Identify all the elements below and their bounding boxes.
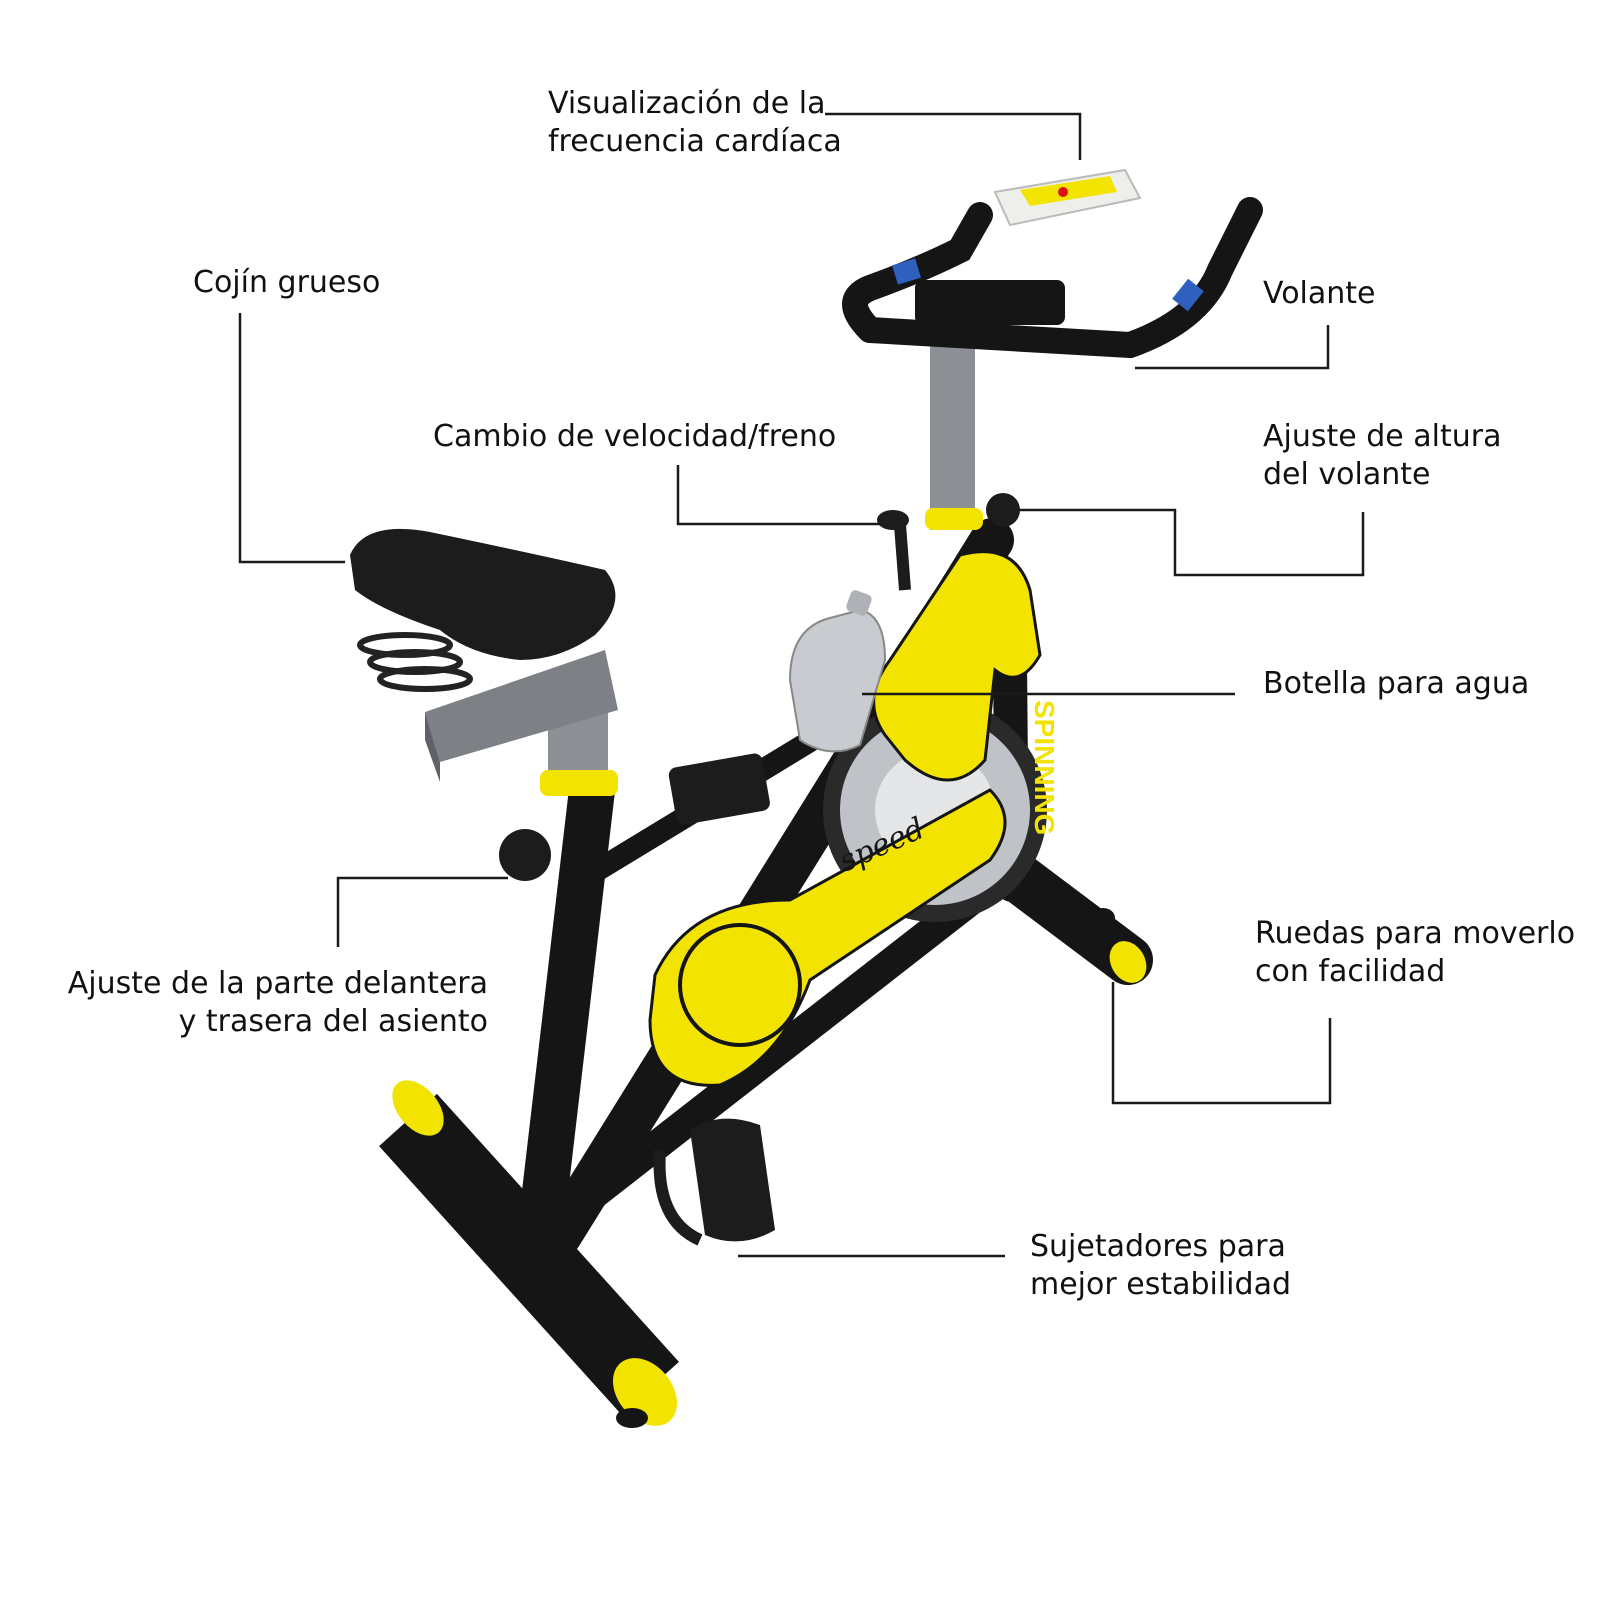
leader-cushion [238,313,345,564]
leader-handlebar [1135,325,1330,370]
label-thick-cushion: Cojín grueso [193,265,381,300]
leader-wheels [1111,982,1332,1105]
height-knob [986,493,1020,527]
resistance-knob [877,510,911,591]
seat-assembly [350,528,618,881]
front-housing [872,550,1042,782]
label-straps: Sujetadores para mejor estabilidad [1030,1229,1291,1302]
heart-rate-console [993,168,1142,227]
leader-seat-adjust [336,876,508,947]
brand-text: SPINNING [1029,700,1060,835]
label-handlebar: Volante [1263,276,1376,311]
water-bottle [788,590,887,753]
pedals [653,753,775,1246]
label-wheels: Ruedas para moverlo con facilidad [1255,916,1576,989]
handlebar-stem [925,345,1020,530]
label-resistance-brake: Cambio de velocidad/freno [433,419,837,454]
label-heart-rate-display: Visualización de la frecuencia cardíaca [548,86,842,159]
label-handlebar-height: Ajuste de altura del volante [1263,419,1502,492]
label-seat-adjust: Ajuste de la parte delantera y trasera d… [67,966,488,1039]
leader-display [825,112,1082,160]
seat-knob [499,829,551,881]
leader-resistance [676,465,885,526]
leader-handlebar-height [1018,508,1365,577]
seat-cushion [350,528,616,660]
handlebars [842,197,1263,359]
label-water-bottle: Botella para agua [1263,666,1530,701]
